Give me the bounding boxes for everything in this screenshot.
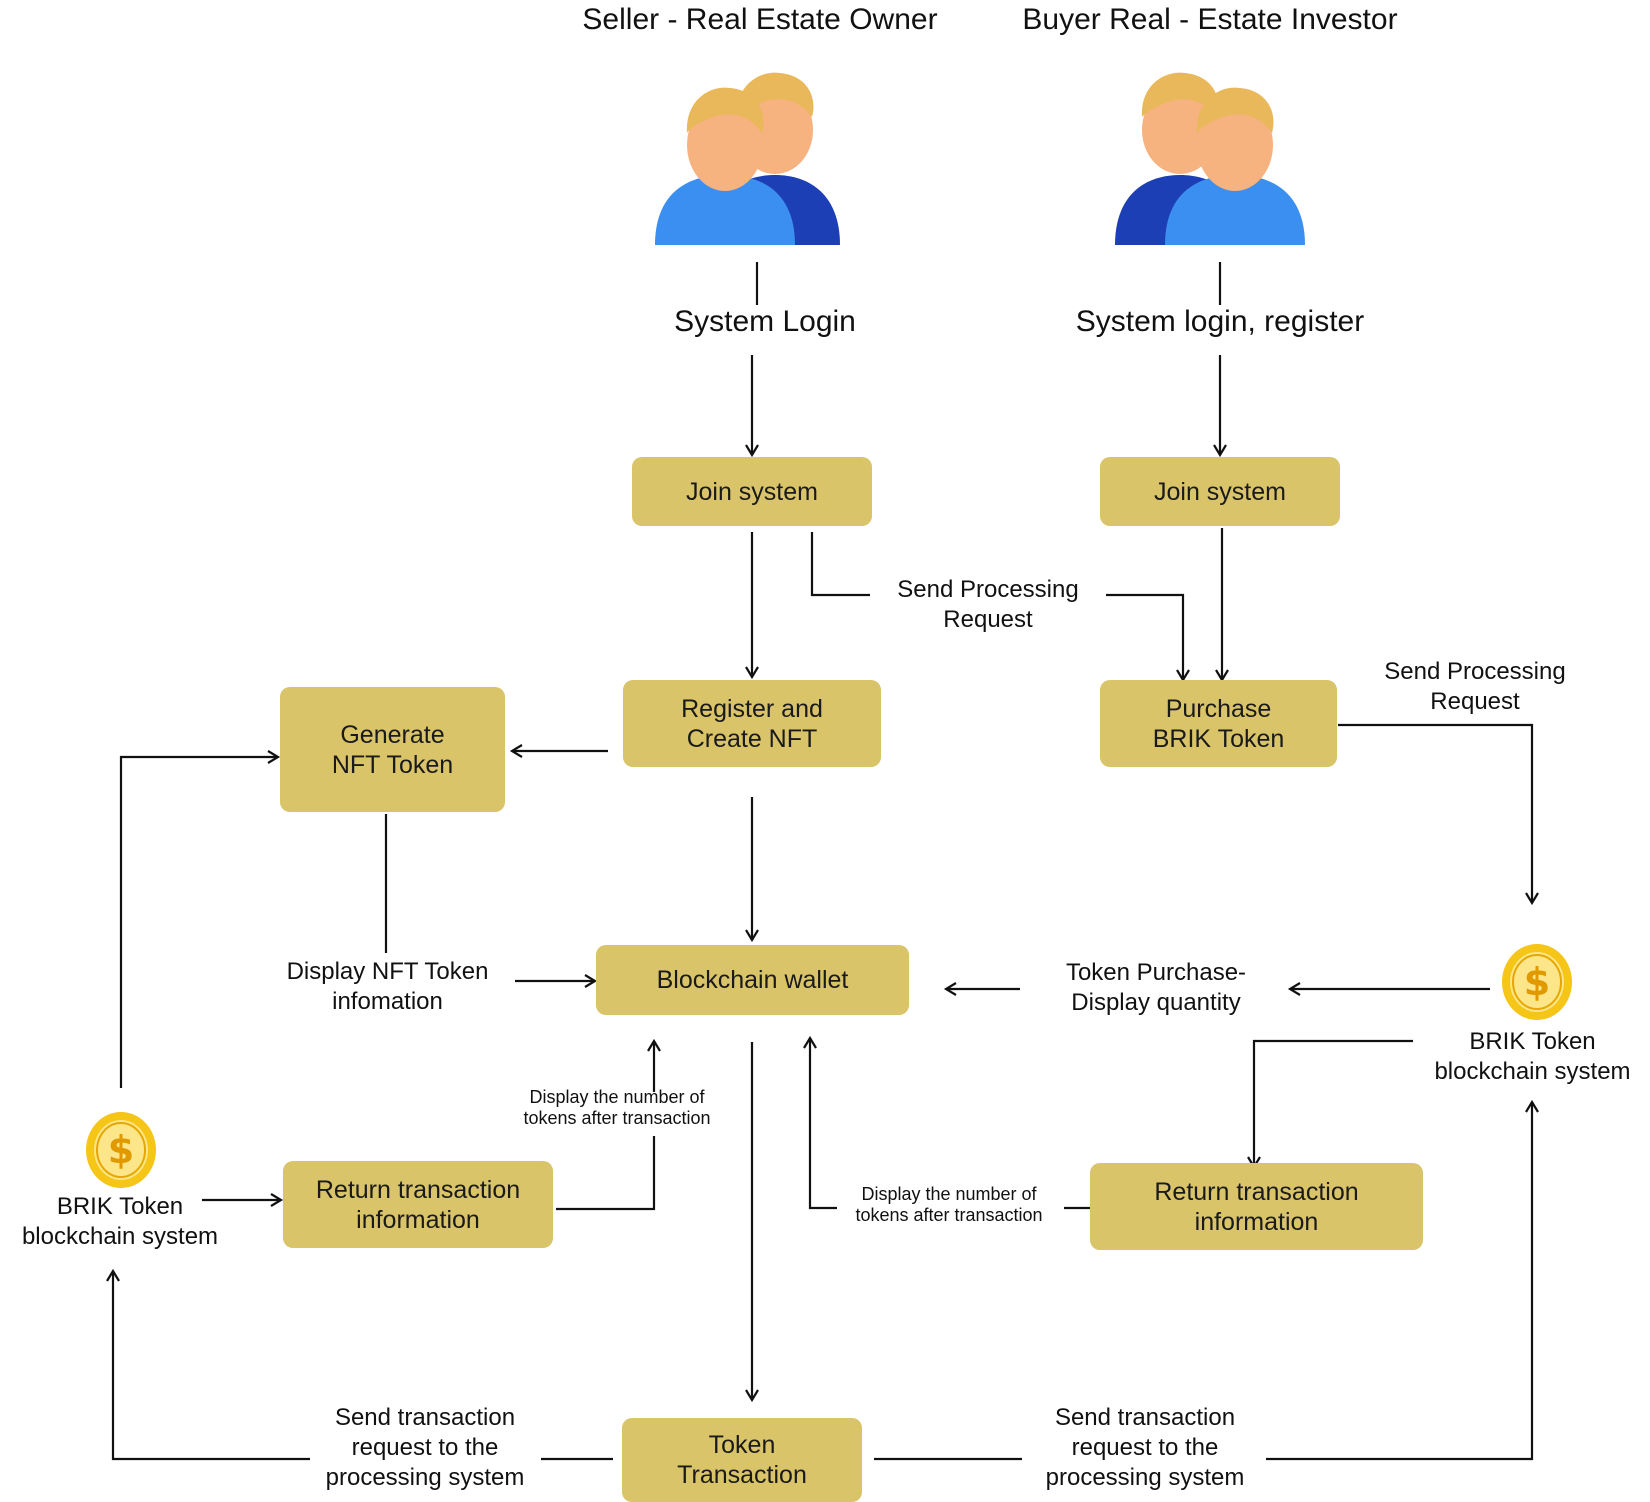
svg-text:$: $ (108, 1128, 134, 1172)
people-icon (655, 72, 840, 245)
return-left-box: Return transaction information (283, 1161, 553, 1248)
arrow-purchase-to-brik (1338, 723, 1539, 906)
front-person (1165, 87, 1305, 245)
brik-left-label: BRIK Token blockchain system (21, 1193, 219, 1250)
seller-login-step: System Login (674, 305, 856, 338)
arrow-return-right-to-wallet (803, 1035, 837, 1210)
arrow-tx-to-brik-right (1266, 1099, 1539, 1461)
arrow-send-request-mid (1106, 593, 1190, 683)
buyer-title: Buyer Real - Estate Investor (1022, 3, 1398, 36)
brik-right-label: BRIK Token blockchain system (1434, 1028, 1631, 1085)
svg-text:$: $ (1524, 960, 1550, 1004)
seller-join-box: Join system (632, 457, 872, 526)
seller-title: Seller - Real Estate Owner (582, 3, 938, 36)
arrow-brik-to-return-right (1247, 1039, 1413, 1170)
send-request-mid-label: Send Processing Request (897, 576, 1079, 633)
return-right-box: Return transaction information (1090, 1163, 1423, 1250)
dollar-coin-icon: $ (1502, 944, 1572, 1020)
connector-send-request-mid (810, 532, 870, 597)
dollar-coin-icon: $ (86, 1112, 156, 1188)
people-icon (1115, 72, 1305, 245)
purchase-brik-box: Purchase BRIK Token (1100, 680, 1337, 767)
send-request-right-label: Send Processing Request (1384, 658, 1566, 715)
buyer-join-box: Join system (1100, 457, 1340, 526)
buyer-login-step: System login, register (1075, 305, 1365, 338)
display-tokens-right-label: Display the number of tokens after trans… (855, 1184, 1043, 1225)
send-tx-left-label: Send transaction request to the processi… (325, 1404, 525, 1491)
generate-nft-box: Generate NFT Token (280, 687, 505, 812)
display-nft-info-label: Display NFT Token infomation (286, 958, 489, 1015)
wallet-box: Blockchain wallet (596, 945, 909, 1015)
front-person (655, 87, 795, 245)
connector-return-left (556, 1136, 656, 1211)
token-tx-box: Token Transaction (622, 1418, 862, 1502)
token-purchase-display-label: Token Purchase- Display quantity (1065, 959, 1247, 1016)
arrow-brik-to-generate (119, 750, 281, 1088)
register-nft-box: Register and Create NFT (623, 680, 881, 767)
display-tokens-left-label: Display the number of tokens after trans… (523, 1087, 711, 1128)
arrow-tx-to-brik-left (106, 1268, 310, 1461)
send-tx-right-label: Send transaction request to the processi… (1045, 1404, 1245, 1491)
